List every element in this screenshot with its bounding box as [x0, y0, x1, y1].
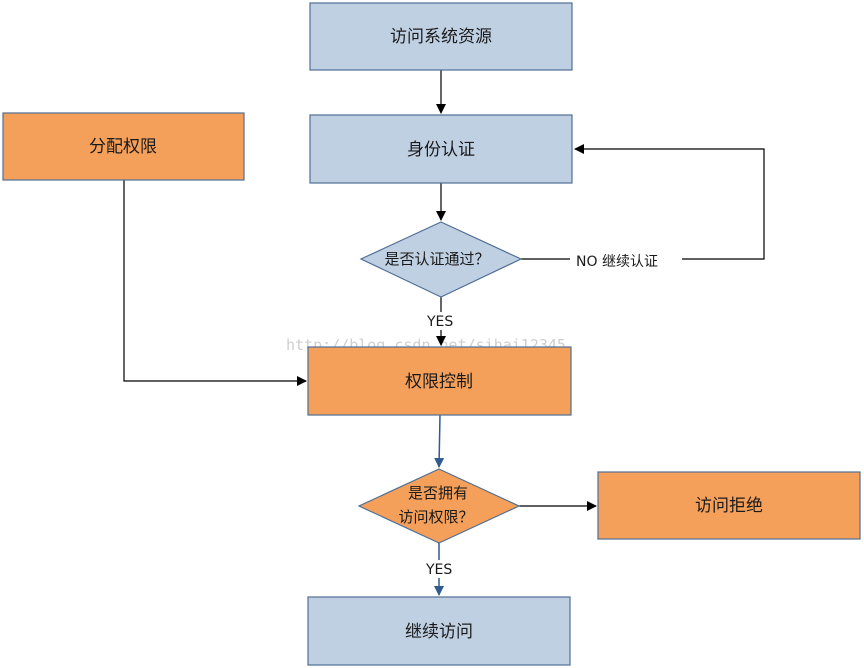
node-access-control	[307, 346, 572, 416]
edge-label-bg	[570, 249, 682, 271]
node-has-permission-label-1: 是否拥有	[408, 484, 468, 502]
edge-label-bg	[423, 560, 455, 578]
node-access-denied	[597, 471, 861, 540]
node-authenticate-label: 身份认证	[407, 140, 475, 160]
node-has-permission-decision	[357, 468, 521, 544]
edge-label-yes-2: YES	[425, 562, 452, 578]
node-assign-permissions-label: 分配权限	[89, 137, 157, 157]
node-authenticate	[309, 114, 573, 184]
edge-label-yes-1: YES	[426, 314, 453, 330]
node-continue-access	[307, 596, 571, 666]
node-continue-access-label: 继续访问	[405, 622, 473, 642]
node-access-resource-label: 访问系统资源	[390, 27, 492, 47]
node-auth-passed-label: 是否认证通过？	[384, 250, 489, 268]
node-access-denied-label: 访问拒绝	[695, 496, 763, 516]
node-access-resource	[309, 2, 573, 71]
node-access-control-label: 权限控制	[405, 372, 473, 392]
edge-label-bg	[424, 312, 456, 330]
edge-label-no: NO 继续认证	[576, 253, 658, 270]
node-auth-passed-decision	[359, 221, 523, 298]
node-has-permission-label-2: 访问权限？	[398, 508, 473, 526]
edge-assign-to-control	[123, 180, 307, 386]
edge-control-to-decision	[434, 414, 445, 468]
node-assign-permissions	[2, 112, 245, 181]
